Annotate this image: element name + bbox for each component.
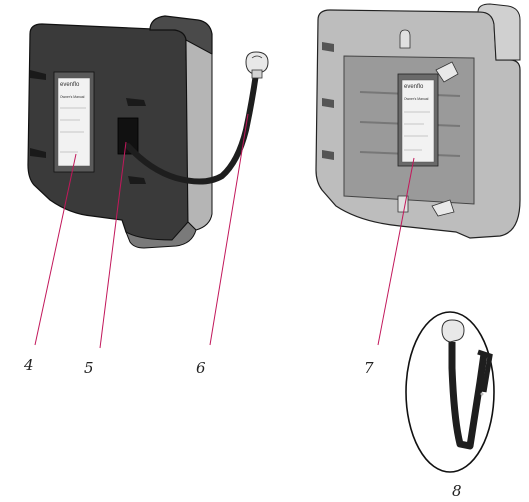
detail-strap-snap — [480, 392, 484, 396]
leader-line-7 — [377, 157, 415, 346]
leader-line-4 — [34, 153, 77, 346]
callout-6: 6 — [196, 359, 206, 377]
detail-strap-fold — [477, 349, 493, 393]
right-clip-upper — [435, 61, 459, 83]
belt-slot-upper-right — [126, 98, 146, 106]
owners-manual-front — [401, 79, 435, 163]
tether-hook — [245, 51, 269, 79]
leader-lines — [34, 113, 415, 349]
belt-slot-lower-right — [128, 176, 146, 184]
tether-strap — [125, 71, 259, 185]
callout-5: 5 — [84, 359, 94, 377]
belt-slot-lower — [322, 150, 334, 160]
seat-shell-dark — [27, 23, 189, 241]
manual-brand-label-front: evenflo — [404, 84, 424, 90]
manual-title-label-front: Owner's Manual — [404, 97, 429, 101]
detail-strap — [448, 342, 488, 450]
right-clip-lower — [431, 199, 455, 217]
belt-slot-lower-left — [30, 148, 46, 158]
top-keyhole — [399, 29, 411, 49]
seat-base-front-view: evenflo Owner's Manual — [315, 3, 521, 239]
seat-rim-right — [185, 39, 213, 231]
owners-manual-holder: evenflo Owner's Manual — [53, 71, 95, 173]
owners-manual-holder-front: evenflo Owner's Manual — [397, 73, 439, 167]
detail-hook — [441, 319, 465, 343]
belt-slot-upper — [322, 42, 334, 52]
callout-4: 4 — [23, 356, 34, 374]
callout-7: 7 — [364, 359, 374, 377]
seat-base-back-view: evenflo Owner's Manual — [27, 15, 269, 249]
belt-slot-upper-left — [30, 70, 46, 80]
manual-brand-label: evenflo — [60, 82, 80, 88]
tether-storage-pocket — [117, 117, 139, 155]
belt-slot-middle — [322, 98, 334, 108]
owners-manual — [57, 77, 91, 167]
leader-line-6 — [209, 113, 249, 346]
tether-strap-detail — [405, 311, 495, 473]
callout-8: 8 — [452, 482, 462, 500]
leader-line-5 — [99, 141, 127, 349]
manual-title-label: Owner's Manual — [60, 95, 85, 99]
seat-arm-top-light — [477, 3, 521, 61]
seat-lower-lip — [125, 221, 197, 249]
